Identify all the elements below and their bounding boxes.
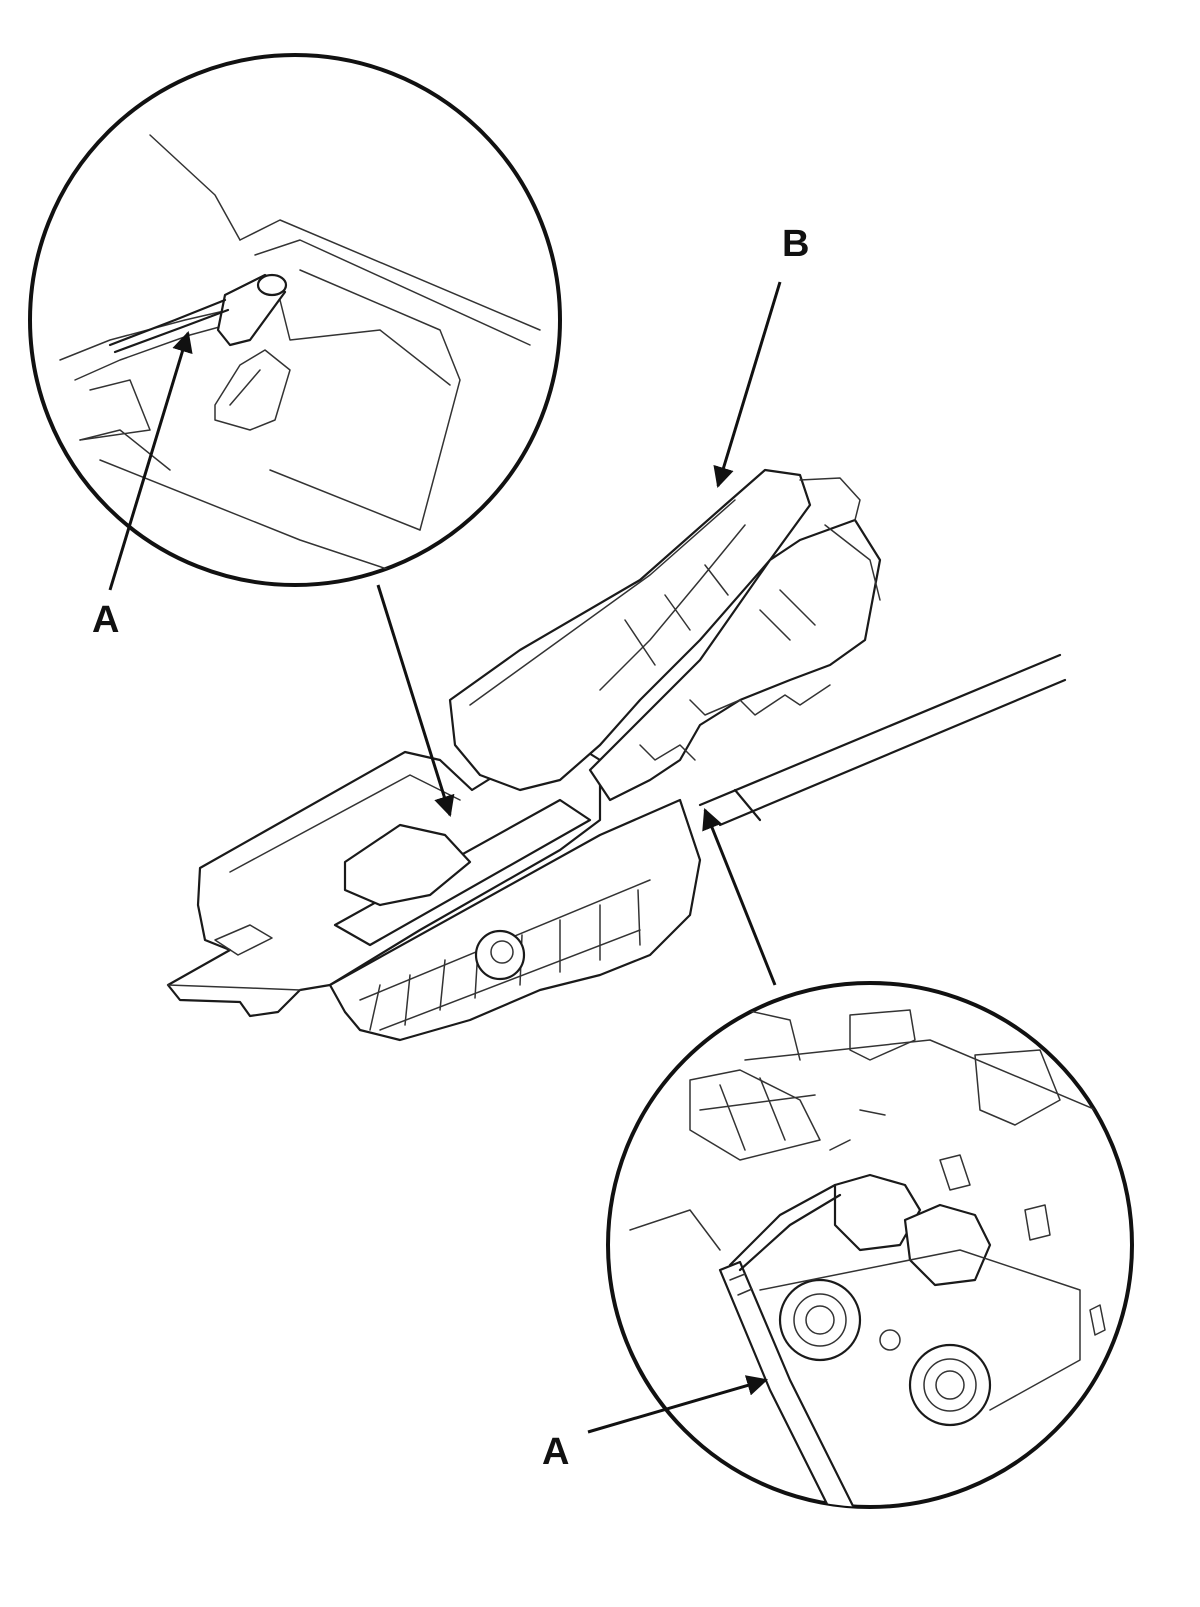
callout-a-upper-leader <box>108 330 193 591</box>
callout-label-a-lower: A <box>542 1431 569 1473</box>
lower-detail-pointer <box>702 808 777 986</box>
main-assembly <box>166 468 1067 1042</box>
upper-detail-pointer <box>376 584 455 818</box>
callout-a-lower-leader <box>587 1375 769 1434</box>
callout-b-leader <box>713 281 782 489</box>
callout-label-a-upper: A <box>92 599 119 641</box>
lower-detail-circle <box>606 981 1134 1509</box>
upper-detail-circle <box>28 53 562 587</box>
callout-label-b: B <box>782 223 809 265</box>
